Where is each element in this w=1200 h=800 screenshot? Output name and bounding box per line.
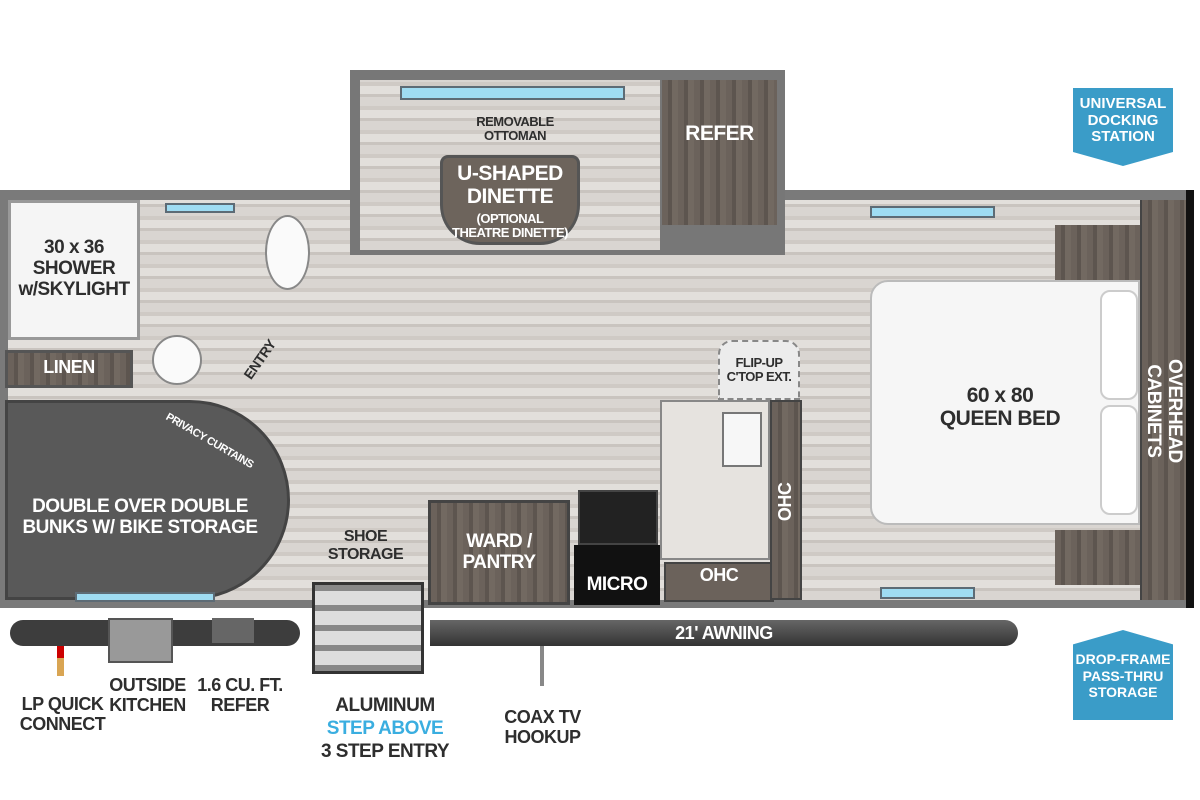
window [870, 206, 995, 218]
micro-label: MICRO [586, 574, 648, 595]
step-label-1: ALUMINUM [335, 695, 435, 716]
sink-icon [265, 215, 310, 290]
window [400, 86, 625, 100]
outside-kitchen-icon [108, 618, 173, 663]
lp-label: LP QUICK CONNECT [19, 694, 106, 734]
window [165, 203, 235, 213]
ward-pantry [428, 500, 570, 605]
refer-unit [662, 80, 777, 225]
step-label-3: 3 STEP ENTRY [320, 741, 450, 762]
toilet-icon [152, 335, 202, 385]
dinette-table [440, 155, 580, 245]
docking-station-badge: UNIVERSAL DOCKING STATION [1073, 88, 1173, 166]
queen-bed [870, 280, 1140, 525]
linen-label: LINEN [43, 357, 95, 377]
outside-kitchen-label: OUTSIDE KITCHEN [109, 675, 186, 715]
coax-label: COAX TV HOOKUP [504, 707, 581, 747]
overhead-cabinets-label: OVERHEAD CABINETS [1143, 359, 1185, 463]
shoe-storage-label: SHOE STORAGE [327, 528, 404, 563]
window [75, 592, 215, 602]
pillow-icon [1100, 290, 1138, 400]
pass-thru-storage-badge: DROP-FRAME PASS-THRU STORAGE [1073, 630, 1173, 720]
outside-refer-label: 1.6 CU. FT. REFER [197, 675, 283, 715]
stove-icon [578, 490, 658, 545]
ohc-horizontal [664, 562, 774, 602]
bunks-label: DOUBLE OVER DOUBLE BUNKS W/ BIKE STORAGE [22, 496, 258, 538]
window [880, 587, 975, 599]
kitchen-sink-icon [722, 412, 762, 467]
end-cap [1186, 190, 1194, 608]
refer-label: REFER [685, 122, 754, 145]
ohc-vertical [770, 400, 802, 600]
linen [5, 350, 133, 388]
entry-steps [312, 582, 424, 674]
shower-label: 30 x 36 SHOWER w/SKYLIGHT [18, 237, 130, 300]
bed-label: 60 x 80 QUEEN BED [939, 384, 1061, 431]
flip-up-label: FLIP-UP C'TOP EXT. [726, 355, 792, 385]
ottoman-label: REMOVABLE OTTOMAN [476, 114, 554, 144]
nightstand [1055, 530, 1140, 585]
docking-station-label: UNIVERSAL DOCKING STATION [1079, 95, 1167, 145]
overhead-cabinets [1140, 200, 1186, 600]
dinette-label: U-SHAPED DINETTE [457, 162, 563, 209]
pillow-icon [1100, 405, 1138, 515]
shower [8, 200, 140, 340]
lp-connector-icon [57, 646, 64, 676]
counter-extension [718, 340, 800, 400]
awning [430, 620, 1018, 646]
awning-label: 21' AWNING [675, 623, 773, 643]
ward-pantry-label: WARD / PANTRY [462, 531, 537, 573]
outside-refer-icon [212, 618, 254, 643]
ohc-vertical-label: OHC [775, 482, 796, 522]
nightstand [1055, 225, 1140, 280]
ohc-horizontal-label: OHC [699, 565, 739, 585]
step-label-2: STEP ABOVE [326, 718, 444, 739]
microwave [574, 545, 660, 605]
coax-connector-icon [540, 646, 544, 686]
pass-thru-storage-label: DROP-FRAME PASS-THRU STORAGE [1075, 651, 1171, 700]
dinette-note: (OPTIONAL THEATRE DINETTE) [452, 211, 568, 241]
